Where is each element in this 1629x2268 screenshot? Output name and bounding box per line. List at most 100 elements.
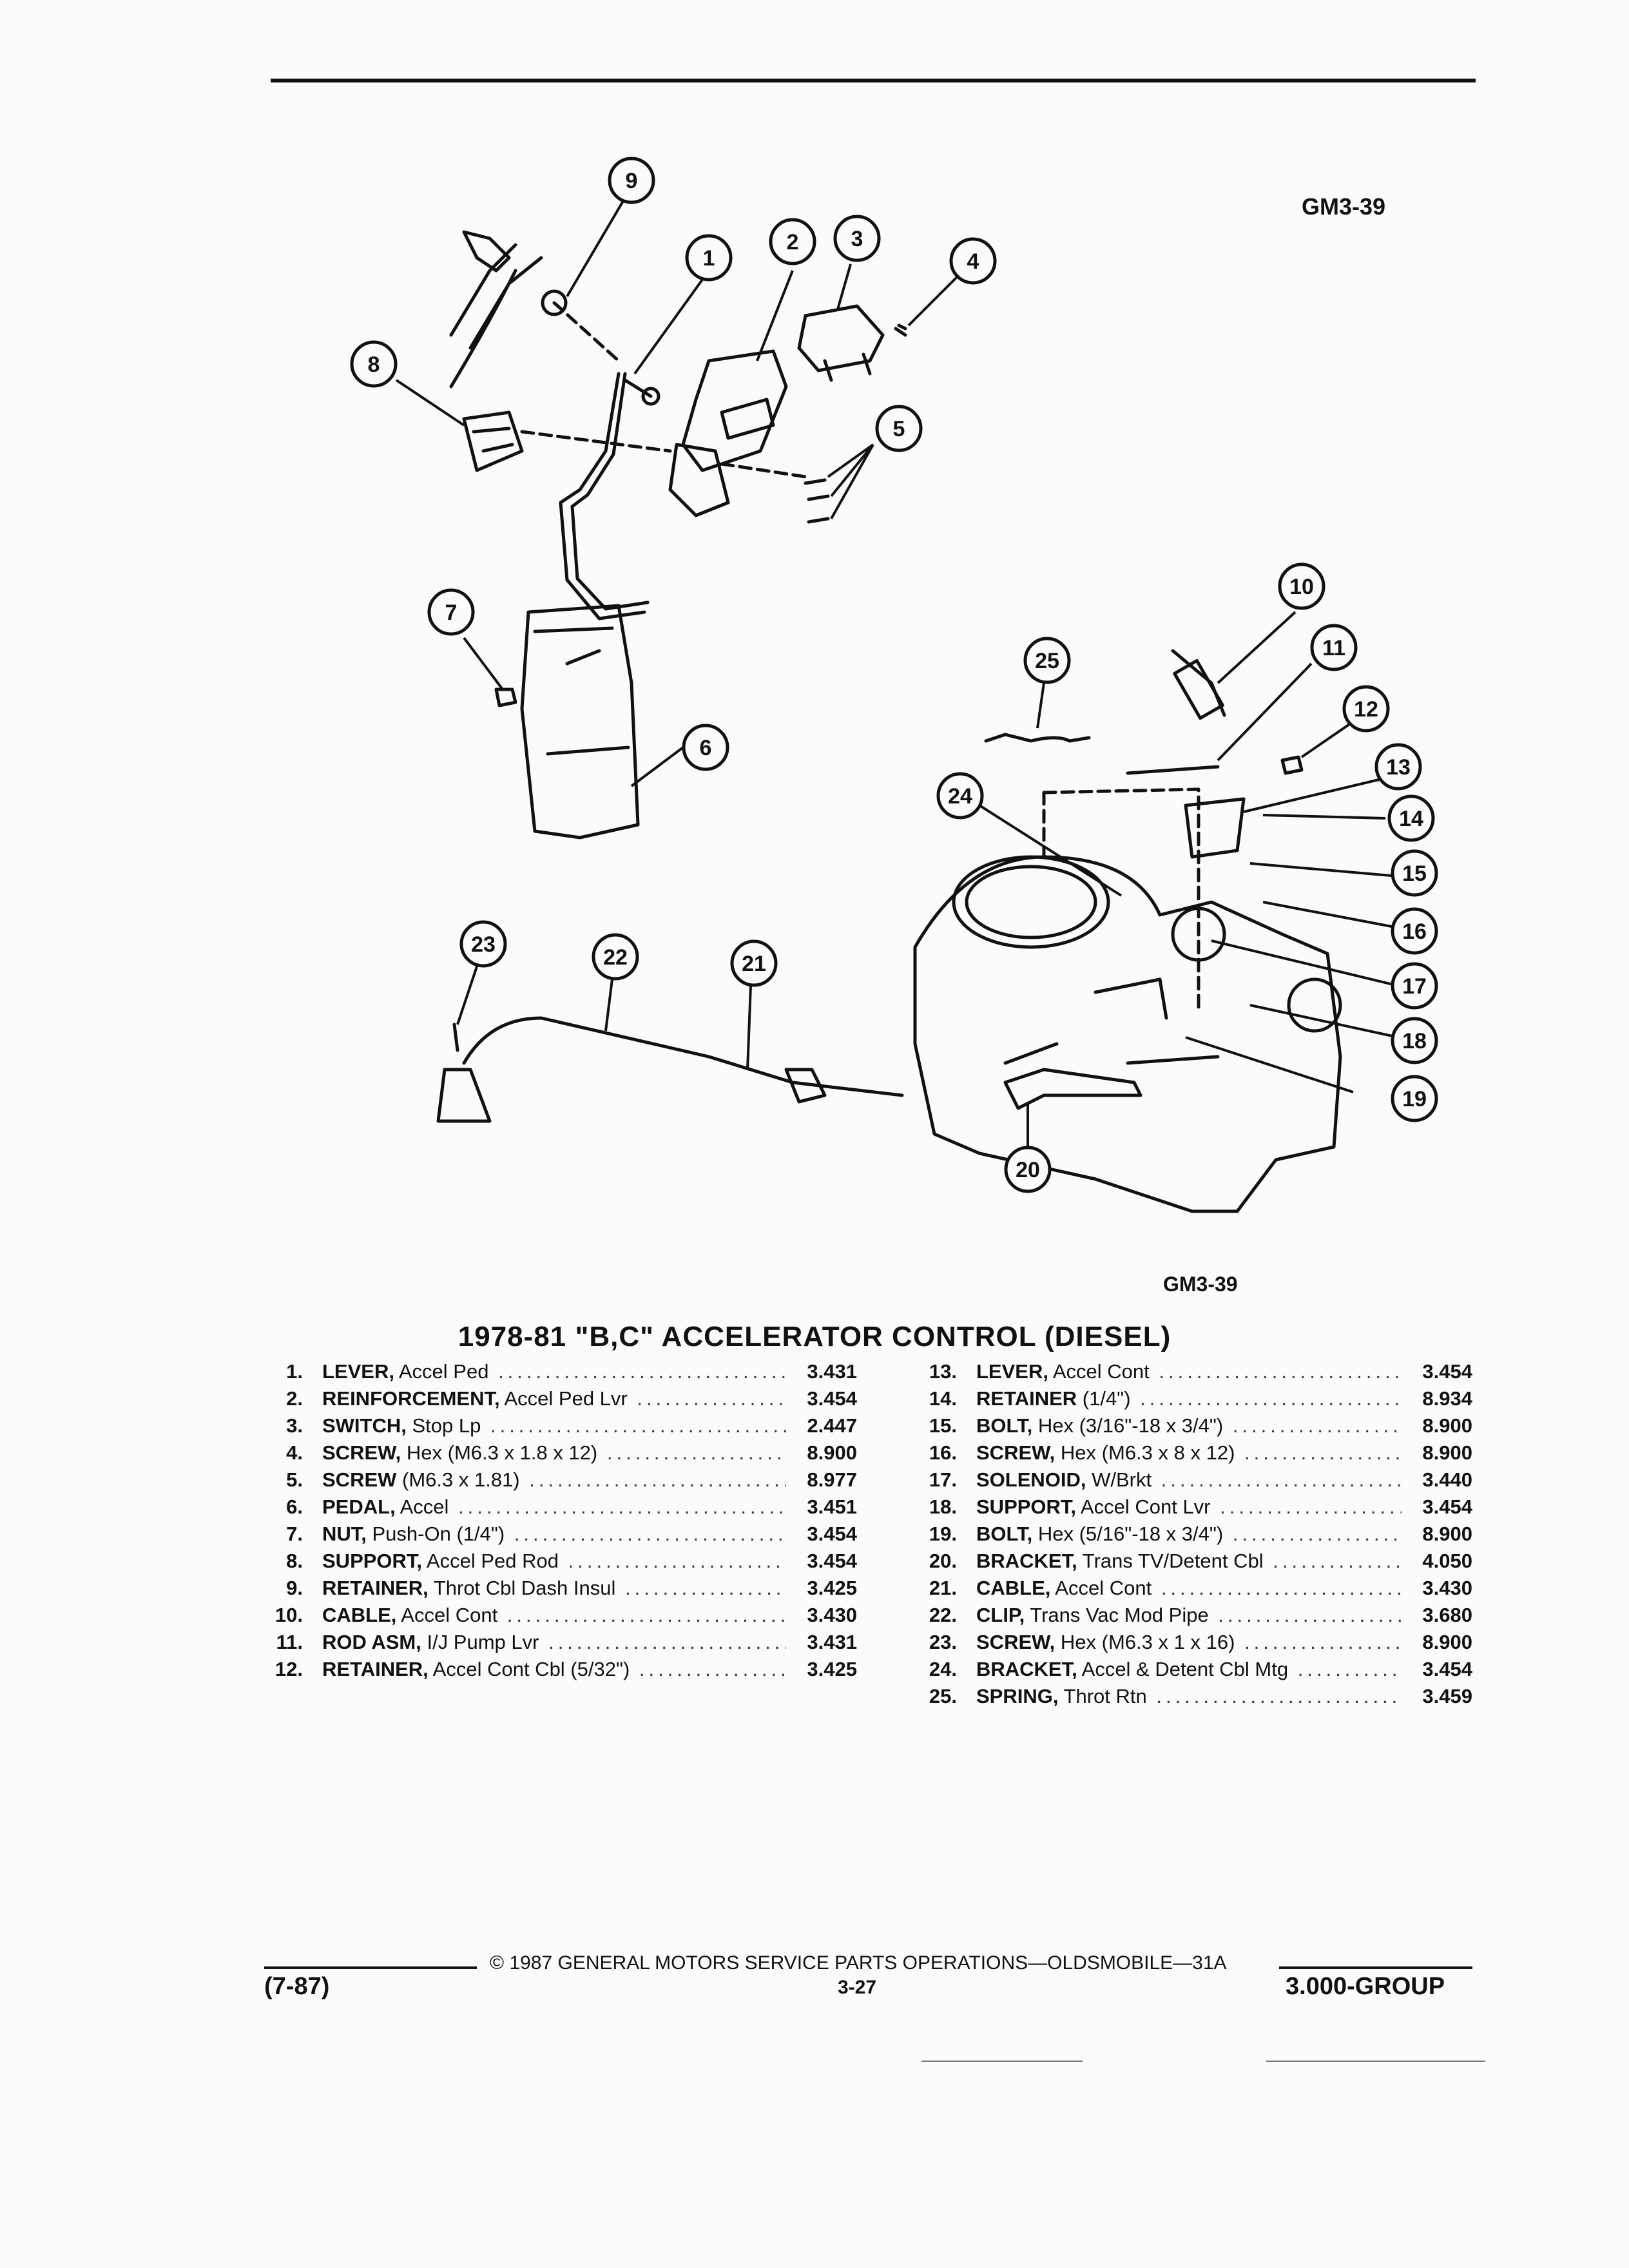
callout-7: 7 — [427, 588, 475, 636]
part-number: 22. — [929, 1604, 957, 1626]
part-description: SCREW, Hex (M6.3 x 1 x 16) — [976, 1629, 1235, 1656]
reinforcement-plate — [681, 349, 788, 472]
part-description: SCREW, Hex (M6.3 x 8 x 12) — [976, 1439, 1235, 1466]
part-group-ref: 8.900 — [1422, 1631, 1472, 1653]
part-row: 5.SCREW (M6.3 x 1.81) ..................… — [245, 1466, 857, 1494]
bottom-mark-1 — [921, 2061, 1083, 2062]
callout-13: 13 — [1374, 743, 1422, 791]
leader-dots: ........................................… — [1220, 1495, 1402, 1518]
accel-pedal — [520, 604, 640, 840]
footer-rule-right — [1279, 1966, 1472, 1969]
svg-text:3: 3 — [851, 227, 863, 251]
part-group-ref: 3.454 — [1422, 1360, 1472, 1383]
revision-date: (7-87) — [264, 1973, 330, 2000]
copyright-line: © 1987 GENERAL MOTORS SERVICE PARTS OPER… — [490, 1952, 1227, 1974]
part-group-ref: 3.430 — [1422, 1577, 1472, 1599]
part-name: BRACKET, — [976, 1658, 1077, 1680]
callout-22: 22 — [592, 933, 639, 981]
group-number: 3.000-GROUP — [1286, 1973, 1445, 2000]
part-number: 17. — [929, 1468, 957, 1491]
part-row: 1.LEVER, Accel Ped .....................… — [245, 1358, 857, 1385]
part-description: RETAINER, Accel Cont Cbl (5/32") — [322, 1656, 630, 1683]
callout-16: 16 — [1391, 907, 1438, 955]
part-group-ref: 8.900 — [1422, 1414, 1472, 1437]
part-row: 18.SUPPORT, Accel Cont Lvr .............… — [899, 1494, 1472, 1521]
accel-cable-21 — [462, 1016, 904, 1097]
svg-text:15: 15 — [1402, 861, 1427, 886]
part-name: CABLE, — [976, 1577, 1051, 1599]
callout-5: 5 — [875, 405, 923, 452]
part-detail: Trans TV/Detent Cbl — [1077, 1550, 1264, 1572]
part-name: CLIP, — [976, 1604, 1025, 1626]
leader-dots: ........................................… — [506, 1604, 786, 1626]
svg-text:21: 21 — [742, 952, 766, 976]
part-number: 20. — [929, 1550, 957, 1572]
part-name: PEDAL, — [322, 1495, 396, 1518]
part-detail: Accel Cont Lvr — [1076, 1495, 1211, 1518]
part-row: 4.SCREW, Hex (M6.3 x 1.8 x 12) .........… — [245, 1439, 857, 1466]
svg-text:24: 24 — [948, 784, 972, 809]
part-group-ref: 3.459 — [1422, 1685, 1472, 1707]
part-row: 7. NUT, Push-On (1/4") ..................… — [245, 1521, 857, 1548]
part-row: 23.SCREW, Hex (M6.3 x 1 x 16) ..........… — [899, 1629, 1472, 1656]
part-name: LEVER, — [322, 1360, 394, 1383]
part-detail: Trans Vac Mod Pipe — [1025, 1604, 1209, 1626]
part-row: 21.CABLE, Accel Cont ...................… — [899, 1575, 1472, 1602]
part-name: SPRING, — [976, 1685, 1059, 1707]
part-description: RETAINER (1/4") — [976, 1385, 1131, 1412]
footer-rule-left — [264, 1966, 477, 1969]
part-group-ref: 4.050 — [1422, 1550, 1472, 1572]
part-description: BOLT, Hex (3/16"-18 x 3/4") — [976, 1412, 1223, 1439]
leader-dots: ........................................… — [606, 1441, 786, 1464]
part-detail: Hex (5/16"-18 x 3/4") — [1032, 1523, 1224, 1545]
part-row: 17.SOLENOID, W/Brkt ....................… — [899, 1466, 1472, 1494]
part-name: BRACKET, — [976, 1550, 1077, 1572]
part-group-ref: 2.447 — [807, 1414, 857, 1437]
svg-text:17: 17 — [1402, 974, 1427, 999]
part-detail: (1/4") — [1077, 1387, 1131, 1410]
part-row: 22.CLIP, Trans Vac Mod Pipe ............… — [899, 1602, 1472, 1629]
callout-4: 4 — [949, 237, 997, 285]
callout-1: 1 — [685, 234, 733, 282]
part-number: 7. — [286, 1523, 303, 1545]
part-row: 9.RETAINER, Throt Cbl Dash Insul .......… — [245, 1575, 857, 1602]
page-title: 1978-81 "B,C" ACCELERATOR CONTROL (DIESE… — [458, 1321, 1171, 1352]
callout-15: 15 — [1391, 849, 1438, 897]
part-number: 8. — [286, 1550, 303, 1572]
part-description: SPRING, Throt Rtn — [976, 1683, 1147, 1710]
part-row: 8.SUPPORT, Accel Ped Rod ...............… — [245, 1548, 857, 1575]
part-description: BOLT, Hex (5/16"-18 x 3/4") — [976, 1521, 1223, 1548]
leader-dots: ........................................… — [1156, 1685, 1402, 1707]
svg-text:9: 9 — [626, 169, 638, 193]
part-group-ref: 8.900 — [1422, 1523, 1472, 1545]
part-name: CABLE, — [322, 1604, 397, 1626]
part-number: 15. — [929, 1414, 957, 1437]
part-detail: Push-On (1/4") — [366, 1523, 505, 1545]
part-detail: Accel Cont — [1048, 1360, 1150, 1383]
part-group-ref: 3.680 — [1422, 1604, 1472, 1626]
svg-text:14: 14 — [1399, 807, 1423, 831]
part-name: SCREW — [322, 1468, 397, 1491]
leader-dots: ........................................… — [514, 1523, 786, 1545]
throttle-return-spring — [984, 733, 1091, 743]
part-group-ref: 8.934 — [1422, 1387, 1472, 1410]
leader-dots: ........................................… — [458, 1495, 786, 1518]
callout-8: 8 — [350, 340, 398, 388]
part-description: CLIP, Trans Vac Mod Pipe — [976, 1602, 1209, 1629]
part-group-ref: 8.900 — [807, 1441, 857, 1464]
part-row: 12.RETAINER, Accel Cont Cbl (5/32") ....… — [245, 1656, 857, 1683]
part-detail: Accel Cont — [1050, 1577, 1152, 1599]
part-row: 6.PEDAL, Accel .........................… — [245, 1494, 857, 1521]
dash-insulator-bracket — [449, 243, 543, 389]
part-name: SWITCH, — [322, 1414, 407, 1437]
part-name: NUT, — [322, 1523, 367, 1545]
svg-text:18: 18 — [1402, 1029, 1427, 1053]
part-detail: Accel Cont — [396, 1604, 498, 1626]
part-number: 23. — [929, 1631, 957, 1653]
svg-text:13: 13 — [1386, 755, 1411, 780]
leader-dots: ........................................… — [1159, 1360, 1402, 1383]
part-number: 19. — [929, 1523, 957, 1545]
part-detail: Accel Ped Lvr — [499, 1387, 628, 1410]
part-row: 24.BRACKET, Accel & Detent Cbl Mtg .....… — [899, 1656, 1472, 1683]
part-row: 25.SPRING, Throt Rtn ...................… — [899, 1683, 1472, 1710]
